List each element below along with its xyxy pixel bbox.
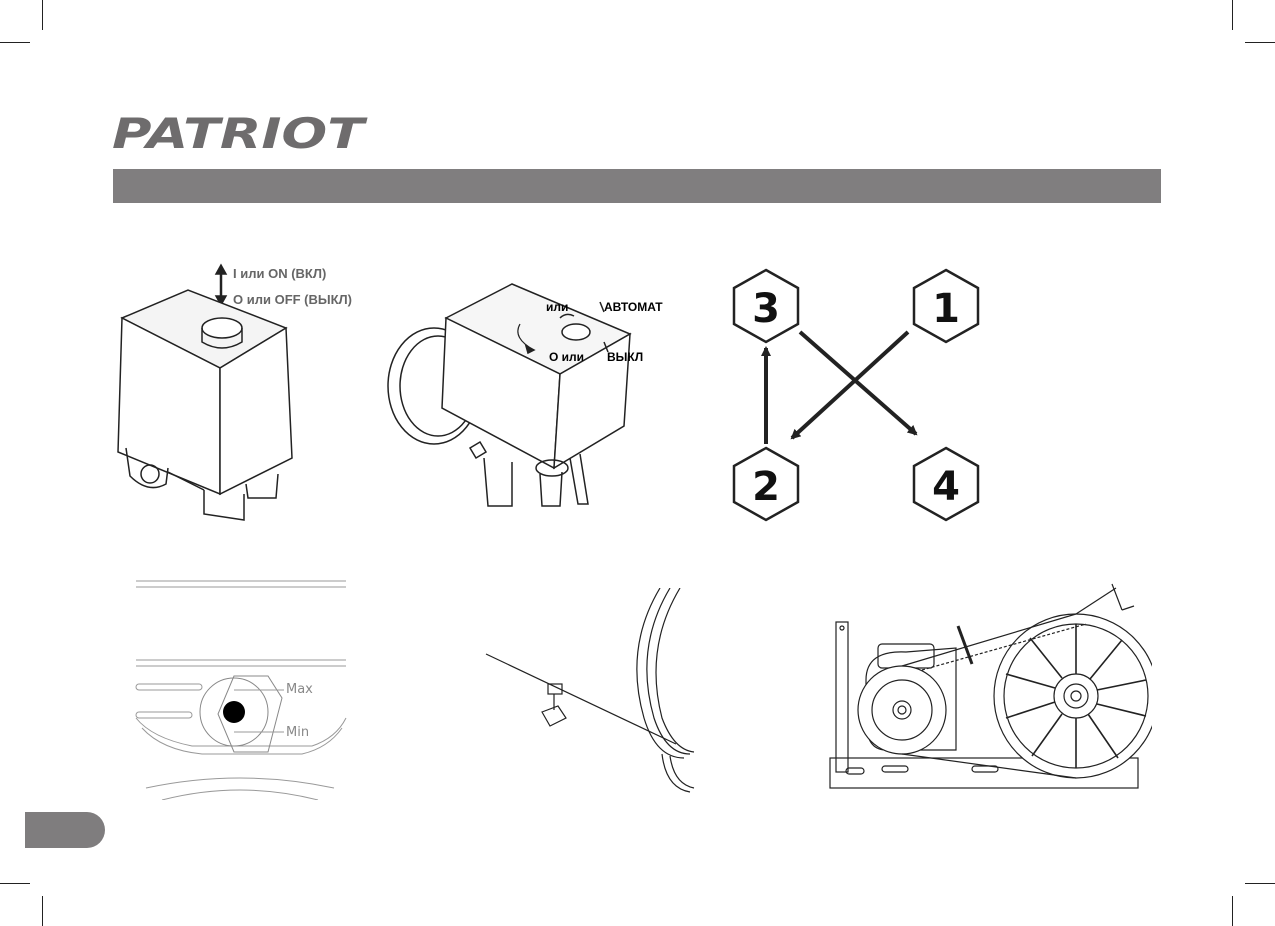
oil-level-gauge-figure (135, 580, 347, 800)
step-number: 1 (932, 286, 960, 332)
pressure-switch-lever-figure (387, 283, 632, 507)
max-label: Max (286, 682, 313, 697)
crop-mark (0, 883, 30, 884)
step-number: 3 (752, 286, 780, 332)
off-label: О или OFF (ВЫКЛ) (233, 292, 353, 307)
section-header-bar (113, 169, 1161, 203)
bolt-tightening-sequence-figure: 3 1 2 4 (732, 268, 980, 522)
crop-mark (42, 0, 43, 30)
crop-mark (1245, 42, 1275, 43)
crop-mark (42, 896, 43, 926)
crop-mark (1232, 0, 1233, 30)
crop-mark (0, 42, 30, 43)
step-number: 2 (752, 464, 780, 510)
min-label: Min (286, 725, 310, 740)
brand-logo: PATRIOT (112, 109, 368, 158)
crop-mark (1245, 883, 1275, 884)
lever-auto-label: АВТОМАТ (604, 300, 663, 314)
brand-name: PATRIOT (112, 109, 368, 158)
belt-drive-figure (829, 583, 1152, 789)
page-number-tab (25, 812, 105, 848)
drain-valve-figure (485, 588, 695, 793)
step-number: 4 (932, 464, 960, 510)
lever-o-or-label: О или (549, 350, 585, 364)
lever-off-label: ВЫКЛ (607, 350, 644, 364)
crop-mark (1232, 896, 1233, 926)
pressure-switch-button-figure (117, 263, 293, 521)
lever-or-label: или (546, 300, 569, 314)
on-label: I или ON (ВКЛ) (233, 266, 327, 281)
